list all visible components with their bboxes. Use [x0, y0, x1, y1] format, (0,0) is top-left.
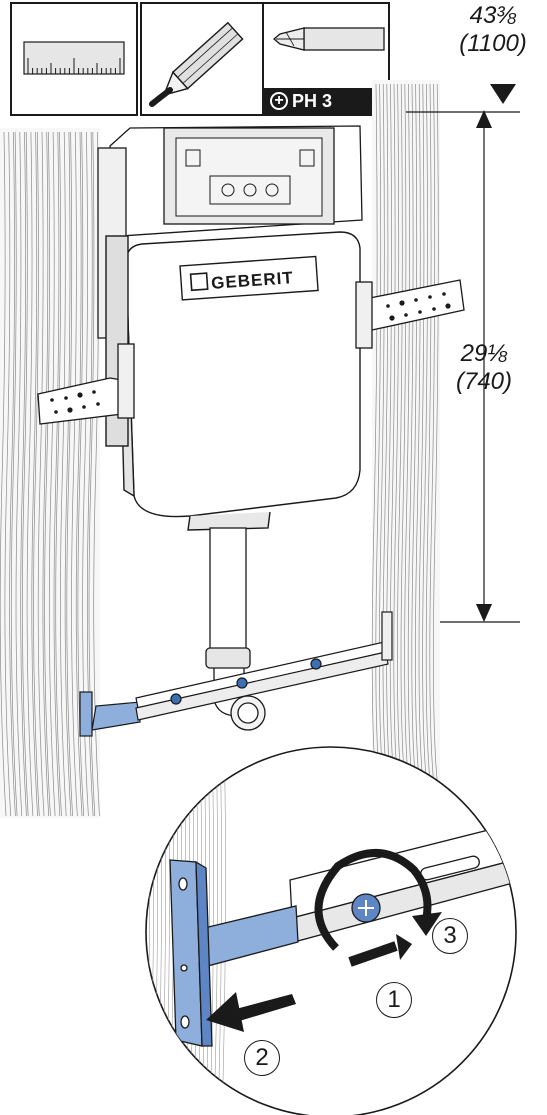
- flush-pipe: [205, 527, 266, 731]
- ruler-icon: [23, 41, 125, 75]
- mounting-bracket-left: [37, 343, 135, 425]
- tool-box-screwdriver: + PH 3: [262, 2, 390, 116]
- rotate-arrow: [314, 849, 432, 951]
- step-3-marker: 3: [432, 918, 468, 954]
- dimension-line: [406, 84, 520, 623]
- bracket-height-imperial: 29⅛: [460, 340, 508, 367]
- slide-arrow: [232, 994, 296, 1022]
- push-arrow: [348, 941, 398, 967]
- adjustment-rail: [79, 611, 393, 737]
- bracket-height-label: 29⅛ (740): [444, 340, 524, 396]
- bit-size-text: PH 3: [292, 90, 333, 111]
- phillips-plus-icon: +: [270, 92, 288, 110]
- total-height-metric: (1100): [459, 30, 527, 57]
- screwdriver-bit-label: + PH 3: [264, 88, 388, 114]
- bracket-height-metric: (740): [455, 368, 513, 395]
- tool-box-ruler: [10, 2, 138, 116]
- screwdriver-icon: [272, 27, 385, 51]
- step-2-marker: 2: [244, 1040, 280, 1076]
- pencil-icon: [149, 21, 244, 107]
- step-1-marker: 1: [376, 982, 412, 1018]
- brand-logo: GEBERIT: [179, 255, 319, 301]
- total-height-imperial: 43⅜: [469, 2, 517, 29]
- tool-box-pencil: [140, 2, 268, 116]
- total-height-label: 43⅜ (1100): [448, 2, 538, 58]
- mounting-bracket-right: [355, 279, 465, 349]
